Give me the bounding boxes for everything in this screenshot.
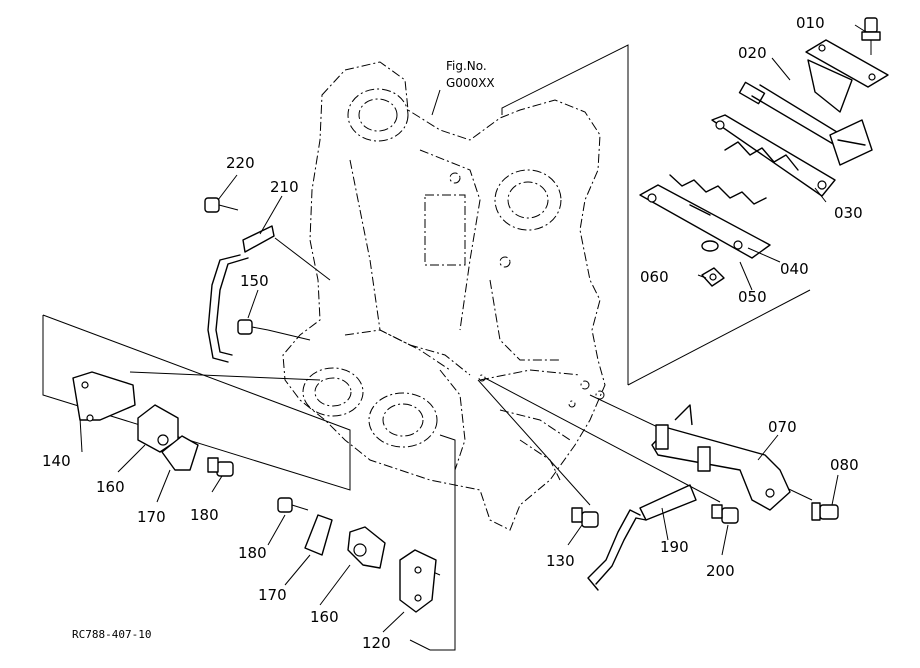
part-200-bolt: [711, 504, 739, 524]
part-040-rack-plate: [639, 174, 771, 259]
callout-050: 050: [738, 288, 767, 306]
callout-130: 130: [546, 552, 575, 570]
part-170-plate-lower: [304, 514, 333, 556]
part-050-washer: [701, 240, 719, 252]
callout-040: 040: [780, 260, 809, 278]
part-220-bolt: [204, 197, 239, 213]
figure-number-block: Fig.No. G000XX: [446, 59, 495, 90]
callout-140: 140: [42, 452, 71, 470]
callout-labels: 010 020 030 040 050 060 070 080 140 160 …: [42, 14, 863, 652]
part-140-bracket: [72, 371, 136, 422]
part-160-block-lower: [347, 526, 386, 569]
fig-no-label: Fig.No.: [446, 59, 487, 73]
part-010-bolt: [861, 17, 881, 55]
callout-160-left: 160: [96, 478, 125, 496]
part-070-bracket: [651, 404, 791, 511]
callout-leader-lines: [79, 24, 867, 633]
swing-bracket-phantom: [282, 61, 606, 531]
callout-190: 190: [660, 538, 689, 556]
reference-code: RC788-407-10: [72, 628, 151, 641]
callout-020: 020: [738, 44, 767, 62]
part-120-bracket: [399, 549, 437, 613]
fig-no-value: G000XX: [446, 76, 495, 90]
callout-030: 030: [834, 204, 863, 222]
part-180-bolt-lower: [277, 497, 309, 513]
callout-120: 120: [362, 634, 391, 652]
part-170-plate-left: [161, 435, 199, 471]
callout-170-lower: 170: [258, 586, 287, 604]
part-210-rod: [207, 225, 275, 363]
part-060-nut: [701, 267, 725, 287]
part-130-bolt: [571, 507, 599, 528]
callout-150: 150: [240, 272, 269, 290]
callout-180-left: 180: [190, 506, 219, 524]
part-080-bolt: [811, 502, 839, 521]
callout-180-lower: 180: [238, 544, 267, 562]
callout-010: 010: [796, 14, 825, 32]
callout-220: 220: [226, 154, 255, 172]
part-150-bolt: [237, 319, 269, 335]
callout-080: 080: [830, 456, 859, 474]
part-030-ratchet-plate: [711, 114, 836, 197]
callout-070: 070: [768, 418, 797, 436]
callout-060: 060: [640, 268, 669, 286]
callout-160-lower: 160: [310, 608, 339, 626]
part-020-bracket: [738, 39, 889, 166]
callout-170-left: 170: [137, 508, 166, 526]
part-190-rod: [587, 484, 697, 591]
callout-200: 200: [706, 562, 735, 580]
callout-210: 210: [270, 178, 299, 196]
part-180-bolt-left: [207, 457, 234, 477]
